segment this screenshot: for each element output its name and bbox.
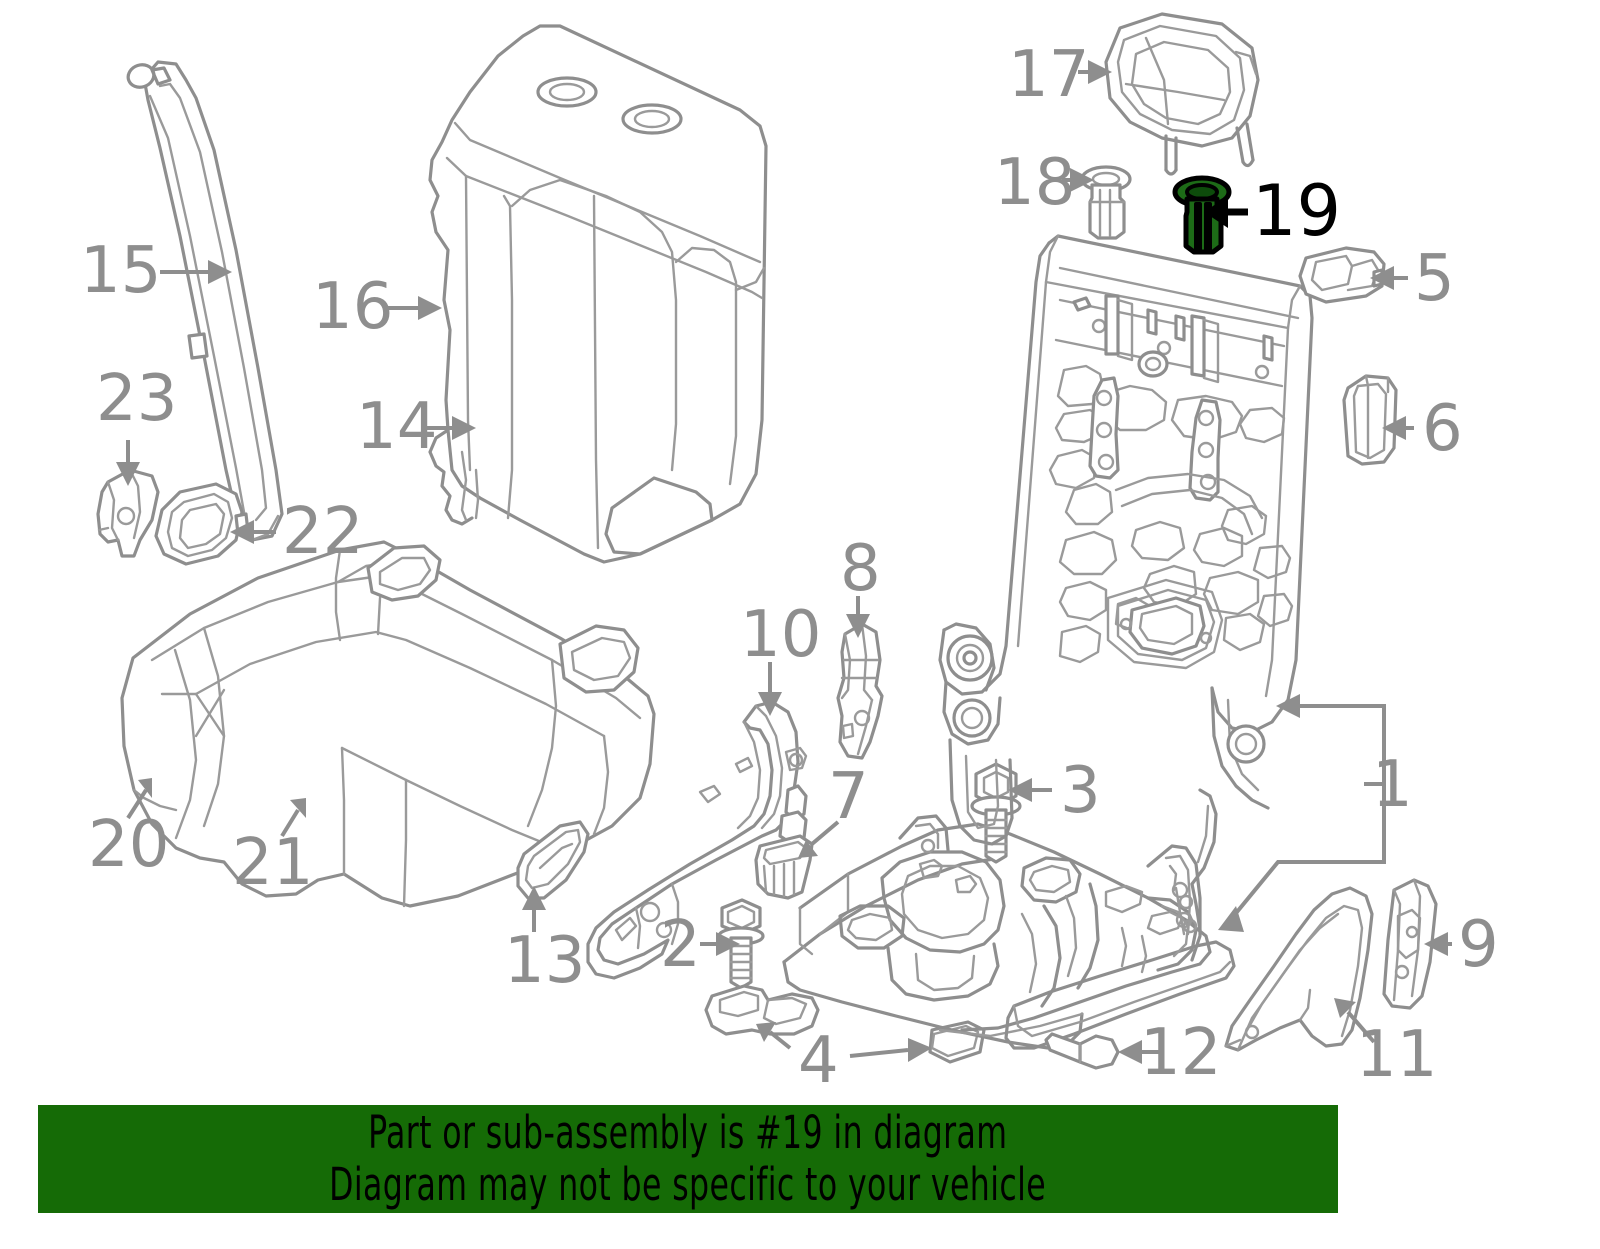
- part-12-push-pin-fastener: [1044, 1032, 1120, 1070]
- part-20-seat-cushion-side-bolster: [132, 788, 178, 812]
- callout-label-8: 8: [840, 532, 881, 606]
- callout-label-20: 20: [88, 808, 169, 882]
- part-14-seat-back-pad: [428, 428, 480, 526]
- callout-label-19: 19: [1252, 170, 1341, 252]
- callout-label-3: 3: [1060, 754, 1101, 828]
- leader-14: [426, 416, 476, 440]
- leader-9: [1424, 932, 1452, 956]
- part-22-seat-belt-buckle-bezel: [154, 482, 250, 566]
- part-9-outer-pivot-bracket: [1382, 878, 1438, 1010]
- callout-label-10: 10: [740, 598, 821, 672]
- callout-label-2: 2: [660, 908, 701, 982]
- leader-17: [1078, 60, 1112, 84]
- seat-base-frame-assembly: [782, 814, 1236, 1050]
- leader-8: [846, 596, 870, 638]
- callout-label-7: 7: [828, 760, 869, 834]
- callout-label-14: 14: [356, 390, 437, 464]
- part-5-latch-cover-trim: [1298, 246, 1386, 304]
- leader-10: [758, 662, 782, 716]
- part-17-head-restraint: [1104, 12, 1260, 176]
- callout-label-5: 5: [1414, 242, 1455, 316]
- part-6-pivot-cover-cap: [1342, 374, 1398, 466]
- banner-line-2: Diagram may not be specific to your vehi…: [329, 1158, 1047, 1211]
- callout-label-1: 1: [1372, 748, 1413, 822]
- leader-18: [1062, 168, 1094, 192]
- leader-3: [1008, 778, 1052, 802]
- leader-20: [126, 778, 152, 820]
- seat-cushion-back-rail: [366, 544, 640, 694]
- part-8-side-shield-bracket: [836, 622, 884, 760]
- leader-22: [230, 520, 276, 544]
- callout-label-16: 16: [312, 270, 393, 344]
- callout-label-13: 13: [504, 924, 585, 998]
- leader-7: [798, 820, 840, 858]
- part-7-retainer-clip: [754, 834, 814, 900]
- part-16-seat-back-cover: [428, 24, 768, 564]
- part-18-head-restraint-guide-sleeve: [1080, 165, 1132, 240]
- callout-label-17: 17: [1008, 38, 1089, 112]
- part-13-hinge-cover: [516, 820, 590, 900]
- banner-line-1: Part or sub-assembly is #19 in diagram: [368, 1106, 1008, 1159]
- part-1-seat-back-frame: [938, 234, 1314, 936]
- callout-label-4: 4: [798, 1024, 839, 1098]
- leader-4: [756, 1022, 932, 1062]
- callout-label-22: 22: [282, 495, 363, 569]
- leader-11: [1334, 998, 1376, 1044]
- callout-label-15: 15: [80, 234, 161, 308]
- callout-label-12: 12: [1140, 1016, 1221, 1090]
- leader-2: [700, 932, 740, 956]
- leader-19: [1204, 196, 1248, 228]
- leader-15: [160, 260, 232, 284]
- part-11-trim-side-panel: [1224, 886, 1374, 1052]
- leader-6: [1382, 416, 1414, 440]
- callout-label-6: 6: [1422, 392, 1463, 466]
- leader-1: [1218, 694, 1386, 932]
- diagram-notice-banner: Part or sub-assembly is #19 in diagram D…: [38, 1105, 1338, 1213]
- leader-21: [280, 798, 306, 838]
- leader-13: [522, 886, 546, 932]
- part-23-latch-anchor-bracket: [96, 468, 160, 558]
- part-4-latch-striker-cover: [704, 984, 986, 1064]
- callout-label-11: 11: [1356, 1018, 1437, 1092]
- callout-label-18: 18: [994, 146, 1075, 220]
- leader-23: [116, 440, 140, 486]
- callout-label-23: 23: [96, 362, 177, 436]
- callout-label-9: 9: [1458, 908, 1499, 982]
- callout-label-21: 21: [232, 826, 313, 900]
- leader-5: [1370, 266, 1408, 290]
- leader-12: [1118, 1040, 1162, 1064]
- leader-16: [388, 296, 442, 320]
